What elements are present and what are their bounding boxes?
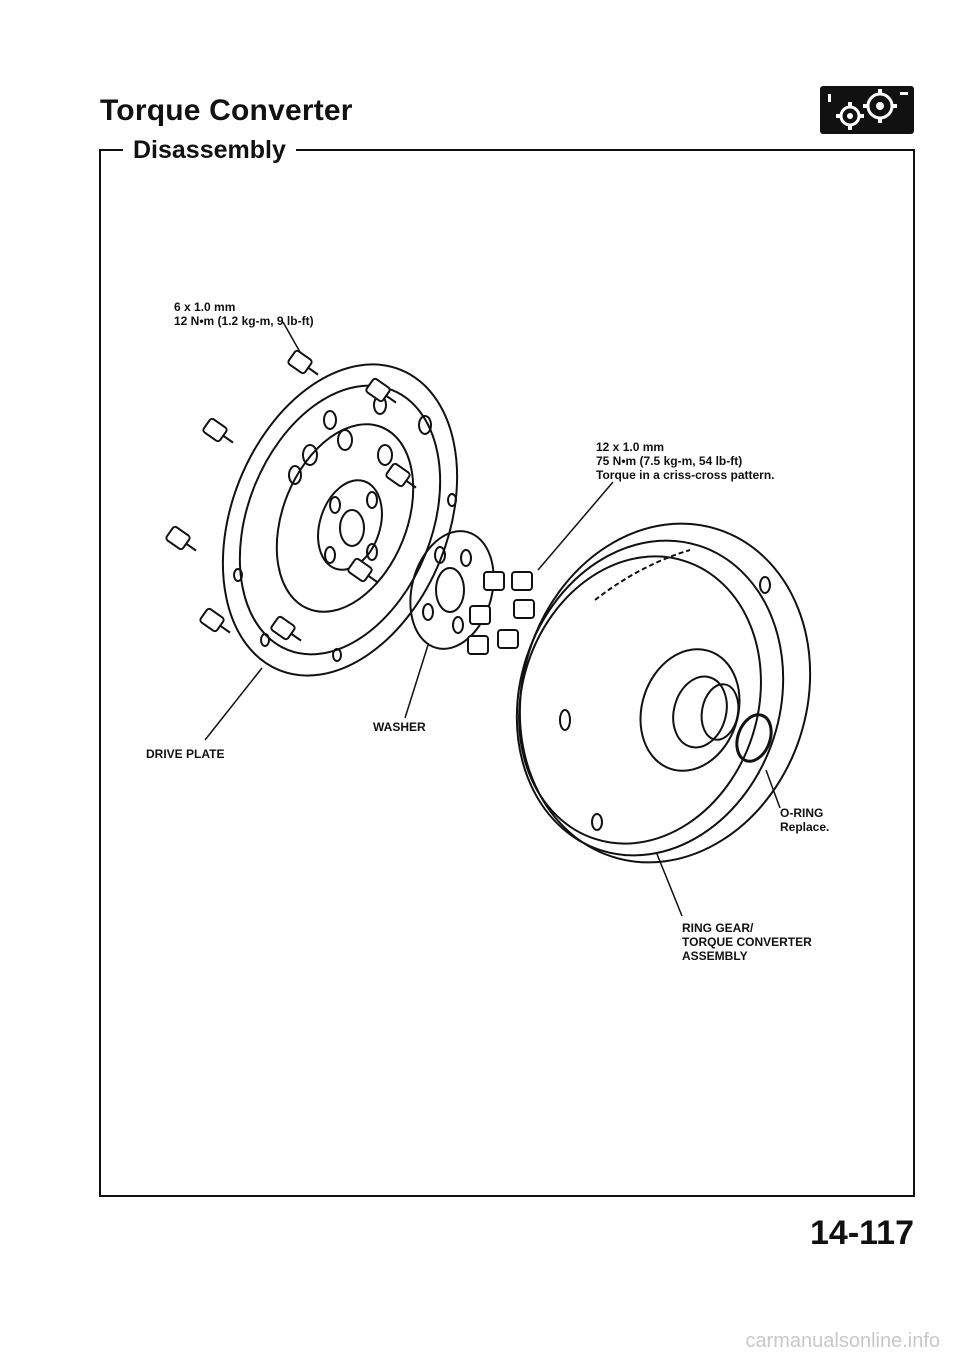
footer-watermark: carmanualsonline.info: [745, 1330, 940, 1352]
converter-bolt-spec: 12 x 1.0 mm 75 N•m (7.5 kg-m, 54 lb-ft) …: [596, 440, 775, 482]
converter-bolt-size: 12 x 1.0 mm: [596, 440, 665, 454]
page-number: 14-117: [810, 1214, 914, 1252]
content-frame: [99, 149, 915, 1197]
o-ring-name: O-RING: [780, 806, 824, 820]
drive-plate-bolts: [165, 349, 417, 642]
ring-gear-label: RING GEAR/ TORQUE CONVERTER ASSEMBLY: [682, 921, 812, 963]
drive-plate: [221, 363, 459, 677]
drive-plate-bolt-spec: 6 x 1.0 mm 12 N•m (1.2 kg-m, 9 lb-ft): [174, 300, 314, 328]
converter-bolts: [467, 571, 535, 655]
gears-icon: [820, 86, 914, 134]
drive-plate-bolt-size: 6 x 1.0 mm: [174, 300, 236, 314]
washer-label: WASHER: [373, 720, 426, 734]
section-title: Disassembly: [123, 136, 296, 165]
ring-gear-line-2: TORQUE CONVERTER: [682, 935, 812, 949]
drive-plate-bolt-torque: 12 N•m (1.2 kg-m, 9 lb-ft): [174, 314, 314, 328]
torque-converter: [515, 522, 812, 864]
converter-bolt-torque: 75 N•m (7.5 kg-m, 54 lb-ft): [596, 454, 743, 468]
drive-plate-label: DRIVE PLATE: [146, 747, 225, 761]
ring-gear-line-3: ASSEMBLY: [682, 949, 748, 963]
washer: [409, 530, 495, 650]
o-ring-note: Replace.: [780, 820, 830, 834]
converter-bolt-note: Torque in a criss-cross pattern.: [596, 468, 775, 482]
ring-gear-line-1: RING GEAR/: [682, 921, 754, 935]
leader-lines: [204, 321, 781, 917]
o-ring-label: O-RING Replace.: [780, 806, 829, 834]
page-title: Torque Converter: [100, 94, 353, 127]
